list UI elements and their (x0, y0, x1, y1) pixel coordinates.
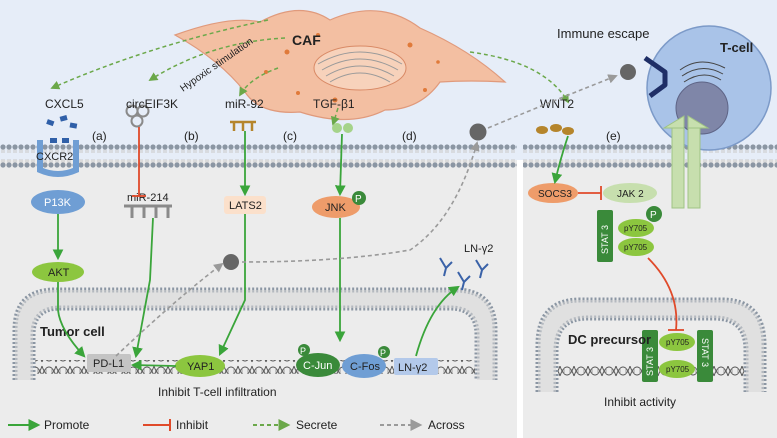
lny2-nuc-node (394, 358, 438, 375)
immune-escape-label: Immune escape (557, 26, 650, 41)
pdl1-ligand-escape (620, 64, 636, 80)
cfos-node (342, 354, 386, 378)
dc-plasma-membrane (523, 144, 777, 168)
tumor-plasma-membrane (0, 144, 517, 168)
dc-precursor-background (523, 160, 777, 438)
py705-nuc-a-label: pY705 (666, 338, 690, 347)
jnk-phospho-label: P (355, 194, 362, 205)
circeif3k-icon (125, 104, 150, 128)
mir92-icon (230, 120, 256, 131)
wnt2-icon (536, 124, 574, 135)
cjun-label: C-Jun (303, 360, 332, 372)
stat3-cyto-node (597, 210, 613, 262)
dc-precursor-label: DC precursor (568, 332, 651, 347)
promote-arrows (52, 131, 569, 371)
caf-organelles (317, 51, 403, 83)
py705-b-node (618, 238, 654, 256)
cjun-node (296, 353, 340, 377)
akt-node (32, 262, 84, 282)
lats2-label: LATS2 (229, 200, 262, 212)
across-arrows (115, 74, 618, 357)
stat3-nuc-left-label: STAT 3 (645, 347, 655, 376)
lny2-nuc-label: LN-γ2 (398, 362, 427, 374)
legend-inhibit-label: Inhibit (176, 418, 209, 432)
t-cell-label: T-cell (720, 40, 753, 55)
inhibit-infiltration-label: Inhibit T-cell infiltration (158, 385, 277, 399)
py705-nuc-b-label: pY705 (666, 365, 690, 374)
cxcl5-ligand-icon (46, 115, 78, 129)
socs3-node (528, 183, 578, 203)
panel-divider (517, 160, 523, 438)
cjun-phospho (298, 344, 310, 356)
inhibit-activity-label: Inhibit activity (604, 395, 676, 409)
mir214-icon (124, 204, 172, 218)
ln-y2-molecules (439, 257, 489, 291)
stat3-cyto-label: STAT 3 (600, 225, 610, 254)
tgfb1-icon (332, 123, 353, 133)
pdl1-cytosol-vesicle (223, 254, 239, 270)
socs3-label: SOCS3 (538, 189, 572, 200)
tumor-cell-label: Tumor cell (40, 324, 105, 339)
stat3-nuc-left-node (642, 330, 658, 382)
panel-b-label: (b) (184, 129, 199, 143)
py705-a-node (618, 219, 654, 237)
secrete-arrows (50, 19, 569, 126)
stat3-nuc-right-node (697, 330, 713, 382)
akt-label: AKT (48, 267, 70, 279)
jnk-phospho (352, 191, 366, 205)
cxcr2-label: CXCR2 (36, 151, 73, 163)
jak2-label: JAK 2 (617, 189, 644, 200)
py705-a-label: pY705 (624, 224, 648, 233)
panel-e-label: (e) (606, 129, 621, 143)
stat3-nuc-right-label: STAT 3 (700, 338, 710, 367)
legend-across-label: Across (428, 418, 465, 432)
cfos-label: C-Fos (350, 361, 380, 373)
cxcr2-receptor (37, 138, 79, 177)
legend: Promote Inhibit Secrete Across (8, 418, 465, 432)
panel-a-label: (a) (92, 129, 107, 143)
circeif3k-label: circEIF3K (126, 97, 178, 111)
jnk-label: JNK (325, 202, 346, 214)
pdl1-node (87, 354, 131, 372)
yap1-node (175, 355, 225, 377)
pdl1-exosome (469, 123, 487, 141)
legend-promote-label: Promote (44, 418, 90, 432)
pdl1-label: PD-L1 (93, 358, 124, 370)
panel-c-label: (c) (283, 129, 297, 143)
jnk-node (312, 196, 360, 218)
wnt2-label: WNT2 (540, 97, 574, 111)
jak2-phospho-label: P (650, 210, 657, 221)
p13k-node (31, 190, 85, 214)
inhibit-lines (132, 127, 684, 331)
p13k-label: P13K (44, 197, 72, 209)
cxcl5-label: CXCL5 (45, 97, 84, 111)
jak2-receptor (662, 115, 710, 209)
mir214-label: miR-214 (127, 192, 169, 204)
caf-label: CAF (292, 32, 321, 48)
py705-nuc-a-node (659, 333, 695, 351)
mir92-label: miR-92 (225, 97, 264, 111)
lats2-node (224, 196, 266, 214)
py705-nuc-b-node (659, 360, 695, 378)
cfos-phospho (378, 346, 390, 358)
jak2-node (603, 183, 657, 203)
yap1-label: YAP1 (187, 361, 214, 373)
ln-y2-top-label: LN-γ2 (464, 243, 493, 255)
jak2-phospho (646, 206, 662, 222)
cjun-phospho-label: P (300, 346, 306, 356)
panel-d-label: (d) (402, 129, 417, 143)
caf-nucleus (313, 45, 407, 91)
py705-b-label: pY705 (624, 243, 648, 252)
tgfb1-label: TGF-β1 (313, 97, 355, 111)
cfos-phospho-label: P (380, 348, 386, 358)
legend-secrete-label: Secrete (296, 418, 338, 432)
tcr-receptor (643, 55, 668, 99)
